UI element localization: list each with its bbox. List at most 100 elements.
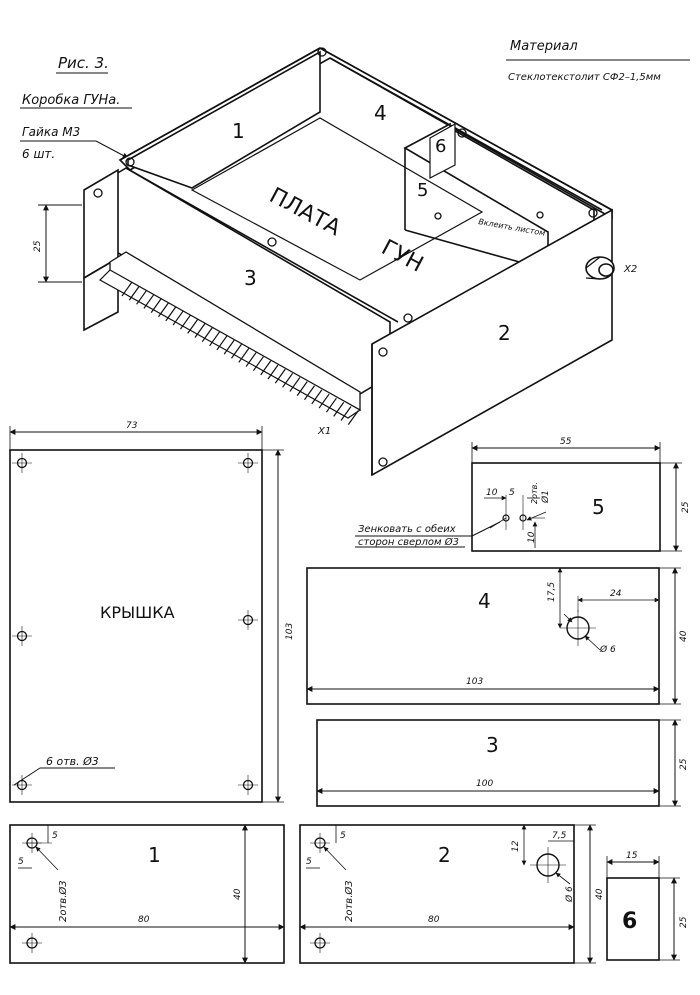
part-6-width: 15 [626,851,638,861]
connector-pin [289,377,301,392]
connector-pin [136,289,148,305]
cover-hole [238,453,258,473]
nuts-qty: 6 шт. [22,147,55,161]
part-1-height: 40 [233,888,243,900]
connector-pin [121,281,133,297]
cover-hole [12,626,32,646]
part-2-dim-7-5: 7,5 [552,831,567,841]
partition-6 [429,122,456,179]
part-1-holes-note: 2отв.Ø3 [57,880,69,922]
cover-height: 103 [285,623,295,640]
connector-pin [128,285,140,301]
connector-pin [209,331,221,347]
assembly-label-2: 2 [498,321,511,345]
countersink-note-line2: сторон сверлом Ø3 [358,536,459,548]
part-5-hole-diameter: Ø1 [540,490,551,504]
cover-hole [12,775,32,795]
countersink-note-line1: Зенковать с обеих [358,523,456,535]
part-1-label: 1 [148,843,161,867]
material-value: Стеклотекстолит СФ2–1,5мм [508,72,661,83]
connector-pin [318,393,330,409]
part-1-dim-5a: 5 [52,831,58,841]
part-4-height: 40 [679,630,689,642]
part-5-dim-10a: 10 [486,488,498,498]
board-floor [190,117,484,281]
cover-holes-note: 6 отв. Ø3 [46,755,99,768]
box-assembly [83,47,615,477]
connector-pin [267,364,279,380]
assembly-label-4: 4 [374,101,387,125]
part-5-holes-note: 2отв. [530,482,539,504]
figure-header: Рис. 3. Коробка ГУНа. [20,54,132,109]
connector-pin [194,323,206,338]
part-5-dim-5: 5 [509,488,515,498]
cover-title: КРЫШКА [100,603,175,622]
left-wall-1 [127,50,321,189]
part-4-width: 103 [466,677,483,687]
part-2 [299,824,596,964]
part-3 [316,719,681,807]
assembly-label-1: 1 [232,119,245,143]
screw-heads [93,47,598,467]
nuts-label: Гайка М3 [22,125,80,139]
connector-pin [172,310,184,326]
material-block: Материал Стеклотекстолит СФ2–1,5мм [506,39,690,83]
assembly-label-3: 3 [244,266,257,290]
connector-pin [216,335,228,351]
connector-pin [274,368,286,384]
connector-pin [201,327,213,342]
part-3-height: 25 [679,758,689,770]
connector-pin [311,389,323,405]
connector-pin [340,406,352,421]
connector-pin [165,306,177,322]
part-2-dim-5a: 5 [340,831,346,841]
connector-pin [245,352,257,367]
figure-subtitle: Коробка ГУНа. [22,93,120,108]
part-6 [606,856,680,961]
part-5-dim-10b: 10 [527,531,537,543]
part-2-dim-5b: 5 [306,857,312,867]
part-1-dim-5b: 5 [18,857,24,867]
part-4-hole: Ø 6 [599,644,616,655]
connector-pin [347,410,359,425]
part-1-width: 80 [138,915,150,925]
part-3-width: 100 [476,779,493,789]
part-4-label: 4 [478,589,491,613]
connector-pin [150,298,162,313]
part-2-label: 2 [438,843,451,867]
cover-hole [12,453,32,473]
part-2-height: 40 [595,888,605,900]
assembly-label-5: 5 [417,180,428,201]
part-2-dim-12: 12 [511,840,521,852]
part-6-label: 6 [622,909,637,934]
part-6-height: 25 [679,916,689,928]
cover-holes [12,453,258,795]
part-5-label: 5 [592,495,605,519]
part-4-dim-17-5: 17,5 [547,582,557,602]
part-5-height: 25 [681,501,691,513]
figure-caption: Рис. 3. [58,54,109,72]
connector-pin [179,314,191,330]
connector-pin [282,372,294,388]
connector-pin [333,402,345,417]
connector-pin [252,356,264,372]
connector-x1-label: X1 [317,426,331,437]
nuts-callout: Гайка М3 6 шт. [20,125,129,161]
assembly-label-6: 6 [435,136,446,157]
part-3-label: 3 [486,733,499,757]
part-2-hole: Ø 6 [564,886,575,903]
connector-pin [296,381,308,396]
cover-hole [238,610,258,630]
connector-pin [325,397,337,413]
part-4 [306,567,681,705]
assembly-height-value: 25 [33,240,43,252]
part-5-width: 55 [560,437,572,447]
part-4-dim-24: 24 [610,589,622,599]
connector-pin [143,294,155,309]
connector-pin [158,302,169,318]
part-1 [9,824,285,964]
connector-pin [238,348,250,363]
connector-pin [231,343,242,359]
assembly-height-dim: 25 [33,204,82,283]
